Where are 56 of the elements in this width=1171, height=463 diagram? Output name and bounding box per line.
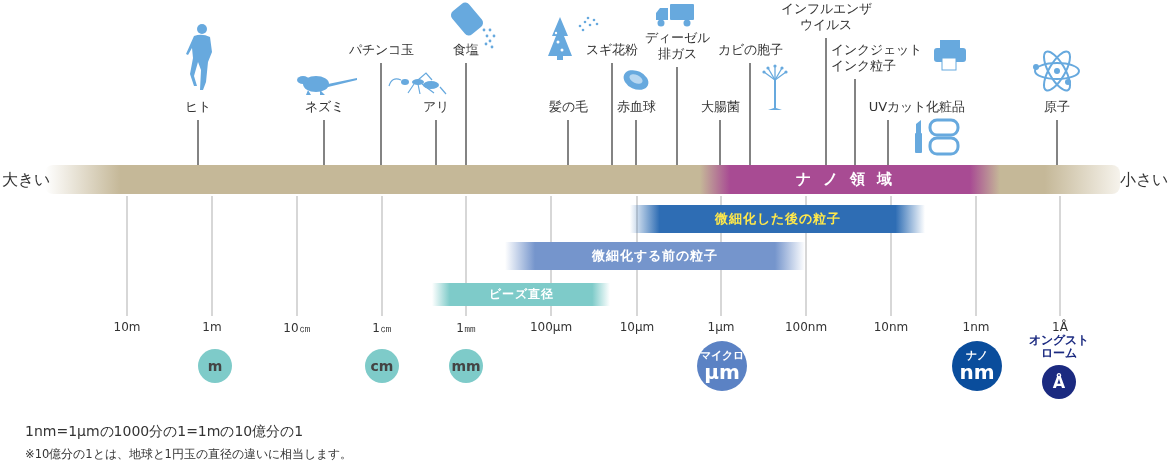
leader-line [567, 119, 569, 166]
unit-caption: オングストローム [1028, 334, 1090, 360]
size-label: 髪の毛 [548, 99, 588, 115]
scale-label: 10μm [619, 320, 655, 334]
scale-label: 10nm [873, 320, 909, 334]
scale-label: 1㎝ [372, 320, 392, 337]
scale-label: 10m [113, 320, 141, 334]
scale-end-label: 小さい [1120, 170, 1168, 191]
size-label: 大腸菌 [700, 99, 740, 115]
scale-label: 1m [202, 320, 222, 334]
unit-badge: マイクロ μm [697, 341, 747, 391]
scale-label: 100μm [529, 320, 573, 334]
leader-line [887, 119, 889, 166]
region-band: ナノ領域 [700, 165, 1000, 194]
unit-badge: ナノ nm [952, 341, 1002, 391]
scale-end-label: 大きい [2, 170, 50, 191]
leader-line [719, 119, 721, 166]
size-label: アリ [423, 99, 449, 115]
unit-badge: Å [1042, 365, 1076, 399]
note-text: 1nm=1μmの1000分の1=1mの10億分の1 [25, 423, 304, 441]
leader-line [380, 62, 382, 166]
size-label: パチンコ玉 [348, 42, 414, 58]
size-label: 原子 [1044, 99, 1070, 115]
leader-line [676, 66, 678, 166]
unit-badge: m [198, 349, 232, 383]
note-text: ※10億分の1とは、地球と1円玉の直径の違いに相当します。 [25, 447, 352, 462]
leader-line [435, 119, 437, 166]
range-band: 微細化した後の粒子 [630, 205, 925, 233]
size-label: UVカット化粧品 [868, 99, 966, 115]
leader-line [749, 62, 751, 166]
size-label: スギ花粉 [586, 42, 638, 58]
size-label: ネズミ [304, 99, 344, 115]
unit-badge: cm [365, 349, 399, 383]
leader-line [465, 62, 467, 166]
scale-label: 1nm [962, 320, 990, 334]
size-label: 食塩 [453, 42, 479, 58]
leader-line [1056, 119, 1058, 166]
leader-line [635, 119, 637, 166]
scale-label: 1Å [1052, 320, 1068, 334]
leader-line [323, 119, 325, 166]
scale-label: 100nm [784, 320, 828, 334]
size-label: インフルエンザウイルス [779, 1, 873, 33]
size-label: ヒト [185, 99, 211, 115]
unit-badge: mm [449, 349, 483, 383]
size-label: ディーゼル排ガス [643, 30, 711, 62]
leader-line [197, 119, 199, 166]
size-label: カビの胞子 [717, 42, 783, 58]
leader-line [825, 37, 827, 166]
range-band: ビーズ直径 [432, 283, 610, 306]
range-band: 微細化する前の粒子 [505, 242, 805, 270]
size-label: 赤血球 [616, 99, 656, 115]
scale-label: 1㎜ [456, 320, 476, 337]
leader-line [854, 78, 856, 166]
leader-line [611, 62, 613, 166]
scale-label: 10㎝ [283, 320, 311, 337]
size-label: インクジェットインク粒子 [831, 42, 925, 74]
